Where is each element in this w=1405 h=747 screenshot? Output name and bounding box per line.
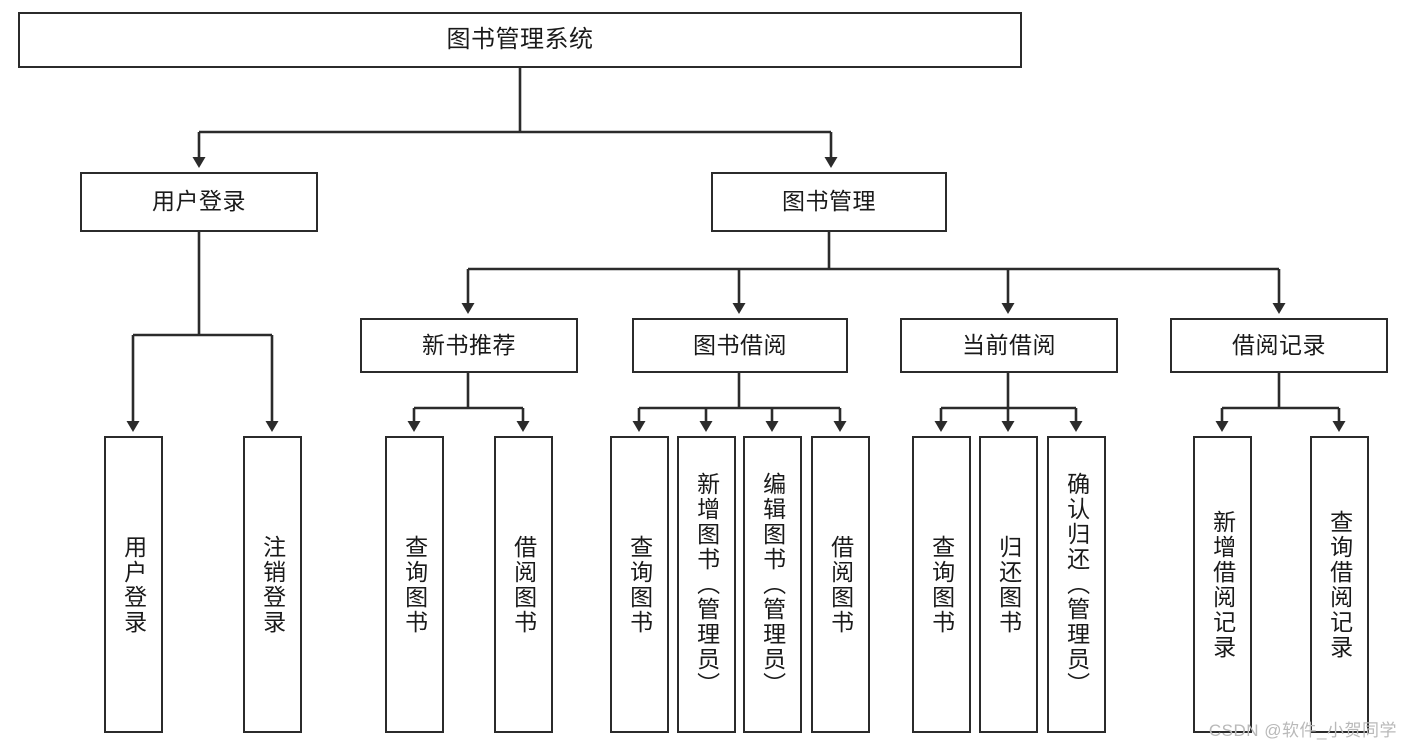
leaf-borrow-borrow-book[interactable]: 借阅图书 bbox=[811, 436, 870, 733]
leaf-user-login-logout[interactable]: 注销登录 bbox=[243, 436, 302, 733]
leaf-recommend-query-book-label: 查询图书 bbox=[401, 534, 428, 635]
leaf-user-login-logout-label: 注销登录 bbox=[259, 534, 286, 635]
leaf-borrow-edit-book-admin[interactable]: 编辑图书（管理员） bbox=[743, 436, 802, 733]
leaf-record-query-borrow-record-label: 查询借阅记录 bbox=[1326, 509, 1353, 660]
node-current-borrow-label: 当前借阅 bbox=[962, 331, 1056, 358]
leaf-current-query-book[interactable]: 查询图书 bbox=[912, 436, 971, 733]
leaf-borrow-add-book-admin[interactable]: 新增图书（管理员） bbox=[677, 436, 736, 733]
node-book-borrow[interactable]: 图书借阅 bbox=[632, 318, 848, 373]
leaf-current-query-book-label: 查询图书 bbox=[928, 534, 955, 635]
node-book-borrow-label: 图书借阅 bbox=[693, 331, 787, 358]
leaf-user-login-login[interactable]: 用户登录 bbox=[104, 436, 163, 733]
leaf-borrow-add-book-admin-label: 新增图书（管理员） bbox=[693, 472, 720, 697]
leaf-recommend-query-book[interactable]: 查询图书 bbox=[385, 436, 444, 733]
watermark-text: CSDN @软件_小贺同学 bbox=[1208, 721, 1397, 740]
leaf-borrow-borrow-book-label: 借阅图书 bbox=[827, 534, 854, 635]
leaf-borrow-query-book-label: 查询图书 bbox=[626, 534, 653, 635]
leaf-current-return-book[interactable]: 归还图书 bbox=[979, 436, 1038, 733]
node-new-book-recommend[interactable]: 新书推荐 bbox=[360, 318, 578, 373]
node-current-borrow[interactable]: 当前借阅 bbox=[900, 318, 1118, 373]
node-borrow-record-label: 借阅记录 bbox=[1232, 331, 1326, 358]
node-new-book-recommend-label: 新书推荐 bbox=[422, 331, 516, 358]
node-user-login-label: 用户登录 bbox=[152, 188, 246, 215]
leaf-current-confirm-return-admin-label: 确认归还（管理员） bbox=[1063, 472, 1090, 697]
node-book-management[interactable]: 图书管理 bbox=[711, 172, 947, 232]
node-root-label: 图书管理系统 bbox=[446, 25, 594, 53]
leaf-record-query-borrow-record[interactable]: 查询借阅记录 bbox=[1310, 436, 1369, 733]
leaf-record-add-borrow-record-label: 新增借阅记录 bbox=[1209, 509, 1236, 660]
leaf-recommend-borrow-book[interactable]: 借阅图书 bbox=[494, 436, 553, 733]
node-user-login[interactable]: 用户登录 bbox=[80, 172, 318, 232]
leaf-borrow-query-book[interactable]: 查询图书 bbox=[610, 436, 669, 733]
node-root-book-management-system[interactable]: 图书管理系统 bbox=[18, 12, 1022, 68]
leaf-user-login-login-label: 用户登录 bbox=[120, 534, 147, 635]
node-borrow-record[interactable]: 借阅记录 bbox=[1170, 318, 1388, 373]
leaf-borrow-edit-book-admin-label: 编辑图书（管理员） bbox=[759, 472, 786, 697]
node-book-management-label: 图书管理 bbox=[782, 188, 876, 215]
leaf-recommend-borrow-book-label: 借阅图书 bbox=[510, 534, 537, 635]
leaf-current-return-book-label: 归还图书 bbox=[995, 534, 1022, 635]
leaf-record-add-borrow-record[interactable]: 新增借阅记录 bbox=[1193, 436, 1252, 733]
leaf-current-confirm-return-admin[interactable]: 确认归还（管理员） bbox=[1047, 436, 1106, 733]
